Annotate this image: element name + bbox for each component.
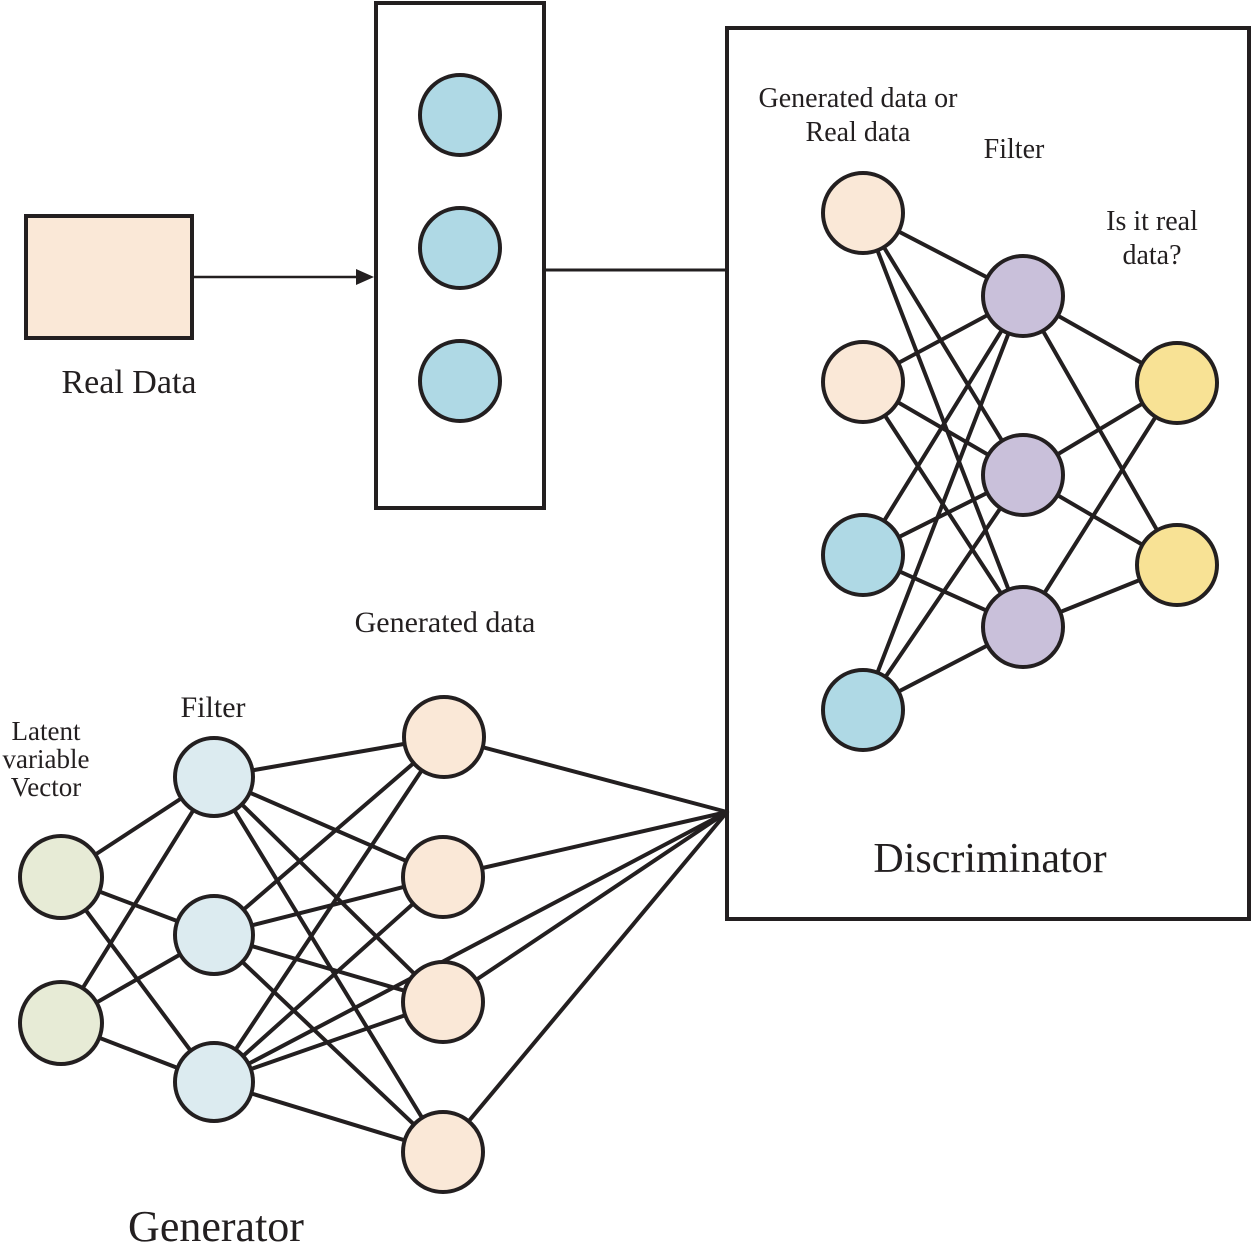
gen-output-node-2 — [401, 835, 485, 919]
gen-hidden-node-3 — [173, 1041, 255, 1123]
disc-input-node-1 — [821, 171, 905, 255]
gen-input-node-2 — [18, 980, 104, 1066]
disc-hidden-node-1 — [981, 254, 1065, 338]
edge-gen-hidden-to-gen-output — [212, 775, 445, 1004]
disc-filter-label: Filter — [984, 134, 1045, 165]
gen-output-node-4 — [401, 1110, 485, 1194]
disc-output-label-2: data? — [1122, 240, 1181, 271]
feed-line-to-discriminator — [212, 810, 729, 1084]
sample-unit-node-1 — [418, 73, 502, 157]
gen-filter-label: Filter — [181, 691, 246, 724]
generated-data-label: Generated data — [355, 606, 536, 639]
edge-disc-input-real-to-disc-hidden — [861, 294, 1025, 712]
disc-input-label-1: Generated data or — [759, 83, 959, 114]
gen-input-node-1 — [18, 834, 104, 920]
gen-hidden-node-1 — [173, 736, 255, 818]
feed-line-to-discriminator — [442, 735, 729, 814]
gen-output-node-1 — [402, 695, 486, 779]
edge-gen-hidden-to-gen-output — [212, 775, 445, 1154]
edge-disc-input-real-to-disc-hidden — [861, 294, 1025, 557]
edge-gen-hidden-to-gen-output — [212, 875, 445, 1084]
edge-disc-input-to-disc-hidden — [861, 211, 1025, 477]
disc-output-label-1: Is it real — [1106, 206, 1198, 237]
feed-line-to-discriminator — [441, 810, 729, 879]
feed-line-to-discriminator — [441, 810, 729, 1004]
real-data-label: Real Data — [62, 364, 197, 401]
disc-input-node-2 — [821, 340, 905, 424]
sample-unit-node-3 — [418, 339, 502, 423]
nodes-layer — [18, 73, 1219, 1194]
edge-disc-input-real-to-disc-hidden — [861, 473, 1025, 712]
latent-label-3: Vector — [11, 772, 81, 802]
edge-disc-hidden-to-disc-output — [1021, 381, 1179, 629]
edge-disc-input-to-disc-hidden — [861, 211, 1025, 629]
sample-unit-node-2 — [418, 206, 502, 290]
feed-line-to-discriminator — [441, 810, 729, 1154]
discriminator-label: Discriminator — [873, 836, 1106, 882]
gen-hidden-node-2 — [173, 894, 255, 976]
gen-output-node-3 — [401, 960, 485, 1044]
generator-label: Generator — [128, 1202, 304, 1245]
edge-gen-input-to-gen-hidden — [59, 775, 216, 1025]
disc-input-real-node-1 — [821, 513, 905, 597]
disc-output-node-2 — [1135, 523, 1219, 607]
disc-input-real-node-2 — [821, 668, 905, 752]
disc-output-node-1 — [1135, 341, 1219, 425]
latent-label-2: variable — [3, 744, 90, 774]
real-data-arrowhead — [356, 269, 374, 285]
edge-gen-hidden-to-gen-output — [212, 735, 446, 937]
disc-hidden-node-3 — [981, 585, 1065, 669]
real-data-box — [24, 214, 194, 340]
disc-input-label-2: Real data — [806, 117, 912, 148]
latent-label-1: Latent — [12, 716, 81, 746]
edge-gen-hidden-to-gen-output — [212, 735, 446, 1084]
disc-hidden-node-2 — [981, 433, 1065, 517]
